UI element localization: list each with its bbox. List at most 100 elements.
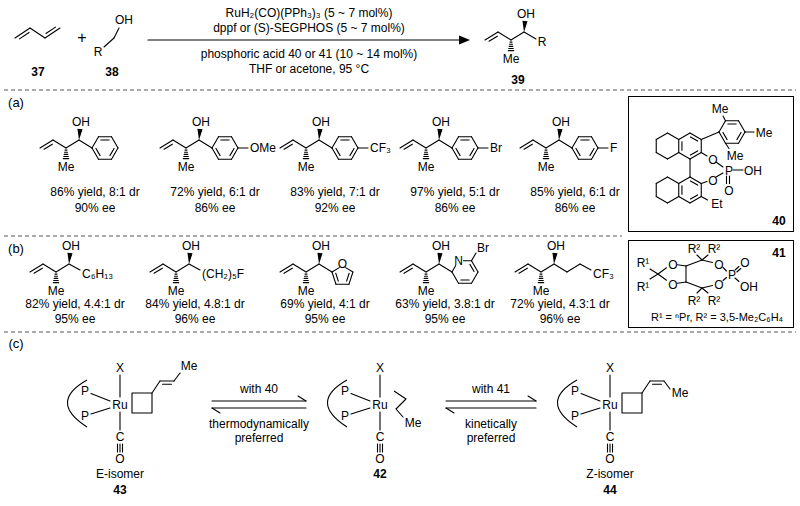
bond-line <box>520 140 533 148</box>
equilibrium-arrow <box>212 408 220 413</box>
hashed-bond <box>539 278 543 279</box>
bond-line <box>104 38 114 47</box>
bond-line <box>686 282 702 288</box>
yield-text: 84% yield, 4.8:1 dr <box>145 298 244 310</box>
double-bond <box>653 384 662 385</box>
double-bond <box>96 148 100 155</box>
hashed-bond <box>424 154 428 155</box>
triple-bond <box>119 444 120 452</box>
bond-line <box>199 140 212 148</box>
double-bond <box>101 139 109 140</box>
bond-line <box>114 28 119 38</box>
double-bond <box>489 36 497 41</box>
bond-line <box>485 32 498 40</box>
reagent-text: phosphoric acid 40 or 41 (10 ~ 14 mol%) <box>201 48 417 60</box>
atom-label: Me <box>178 161 195 173</box>
double-bond <box>44 144 52 149</box>
ee-text: 86% ee <box>195 202 236 214</box>
ring-bond <box>701 184 702 197</box>
triple-bond <box>117 444 118 452</box>
bond-line <box>413 264 426 272</box>
bond-line <box>351 394 370 402</box>
bond-line <box>280 140 293 148</box>
atom-label: R <box>538 36 547 48</box>
hashed-bond <box>423 158 428 159</box>
bond-line <box>511 32 524 40</box>
yield-text: 63% yield, 3.8:1 dr <box>395 298 494 310</box>
ring-bond <box>92 148 99 159</box>
ring-bond <box>656 133 667 140</box>
hashed-bond <box>305 150 307 151</box>
bond-line <box>319 264 332 272</box>
compound-number: 38 <box>105 66 118 78</box>
hashed-bond <box>510 42 512 43</box>
condition-text: kinetically preferred <box>440 417 542 446</box>
arrow-head <box>459 36 470 45</box>
hashed-bond <box>509 46 513 47</box>
atom-label: OH <box>744 165 762 177</box>
double-bond <box>590 148 594 155</box>
bond-line <box>702 255 708 260</box>
yield-text: 86% yield, 8:1 dr <box>50 186 139 198</box>
atom-label: N <box>454 255 463 267</box>
ring-bond <box>656 184 657 197</box>
yield-text: 97% yield, 5:1 dr <box>410 186 499 198</box>
compound-number: 44 <box>603 484 616 496</box>
hashed-bond <box>184 156 189 157</box>
atom-label: Me <box>181 360 198 372</box>
double-bond <box>690 181 697 185</box>
bond-line <box>66 140 79 148</box>
bond-line <box>186 140 199 148</box>
atom-label: Br <box>490 142 502 154</box>
hashed-bond <box>540 276 543 277</box>
bond-line <box>43 264 56 272</box>
ring-bond <box>690 197 701 204</box>
bond-line <box>152 381 160 393</box>
hashed-bond <box>303 282 308 283</box>
atom-label: Me <box>298 161 315 173</box>
atom-label: O <box>668 259 677 271</box>
bond-line <box>150 264 163 272</box>
bond-line <box>726 143 730 148</box>
ring-bond <box>679 177 690 184</box>
ring-bond <box>332 148 339 159</box>
section-divider <box>4 236 622 237</box>
bond-line <box>697 255 702 260</box>
bond-line <box>306 264 319 272</box>
bond-line <box>650 274 658 279</box>
atom-label: R¹ <box>637 281 650 293</box>
ring-bond <box>739 121 746 132</box>
ring-bond <box>656 140 657 153</box>
atom-label: R² <box>708 295 721 307</box>
ring-bond <box>668 197 679 204</box>
bond-line <box>439 140 452 148</box>
ring-bond <box>690 177 701 184</box>
bond-line <box>697 288 702 293</box>
wedge-bond <box>317 129 322 140</box>
atom-label: OH <box>312 116 330 128</box>
ring-bond <box>579 159 592 160</box>
ring-bond <box>472 137 479 148</box>
hashed-bond <box>54 280 59 281</box>
bond-line <box>737 269 741 273</box>
hashed-bond <box>304 278 308 279</box>
atom-label: O <box>115 453 124 465</box>
hashed-bond <box>539 280 544 281</box>
hashed-bond <box>65 150 67 151</box>
ring-bond <box>339 159 352 160</box>
atom-label: Me <box>168 285 185 297</box>
ring-bond <box>719 121 726 132</box>
wedge-bond <box>317 253 322 264</box>
double-bond <box>404 268 412 273</box>
wedge-bond <box>67 253 72 264</box>
atom-label: P <box>81 385 89 397</box>
bond-line <box>498 32 511 40</box>
hashed-bond <box>185 150 187 151</box>
metallacycle-ring <box>622 393 642 413</box>
atom-label: Me <box>58 161 75 173</box>
double-bond <box>34 268 42 273</box>
ring-bond <box>232 148 239 159</box>
hashed-bond <box>424 278 428 279</box>
allyl-ligand <box>394 391 406 409</box>
bond-line <box>515 264 528 272</box>
